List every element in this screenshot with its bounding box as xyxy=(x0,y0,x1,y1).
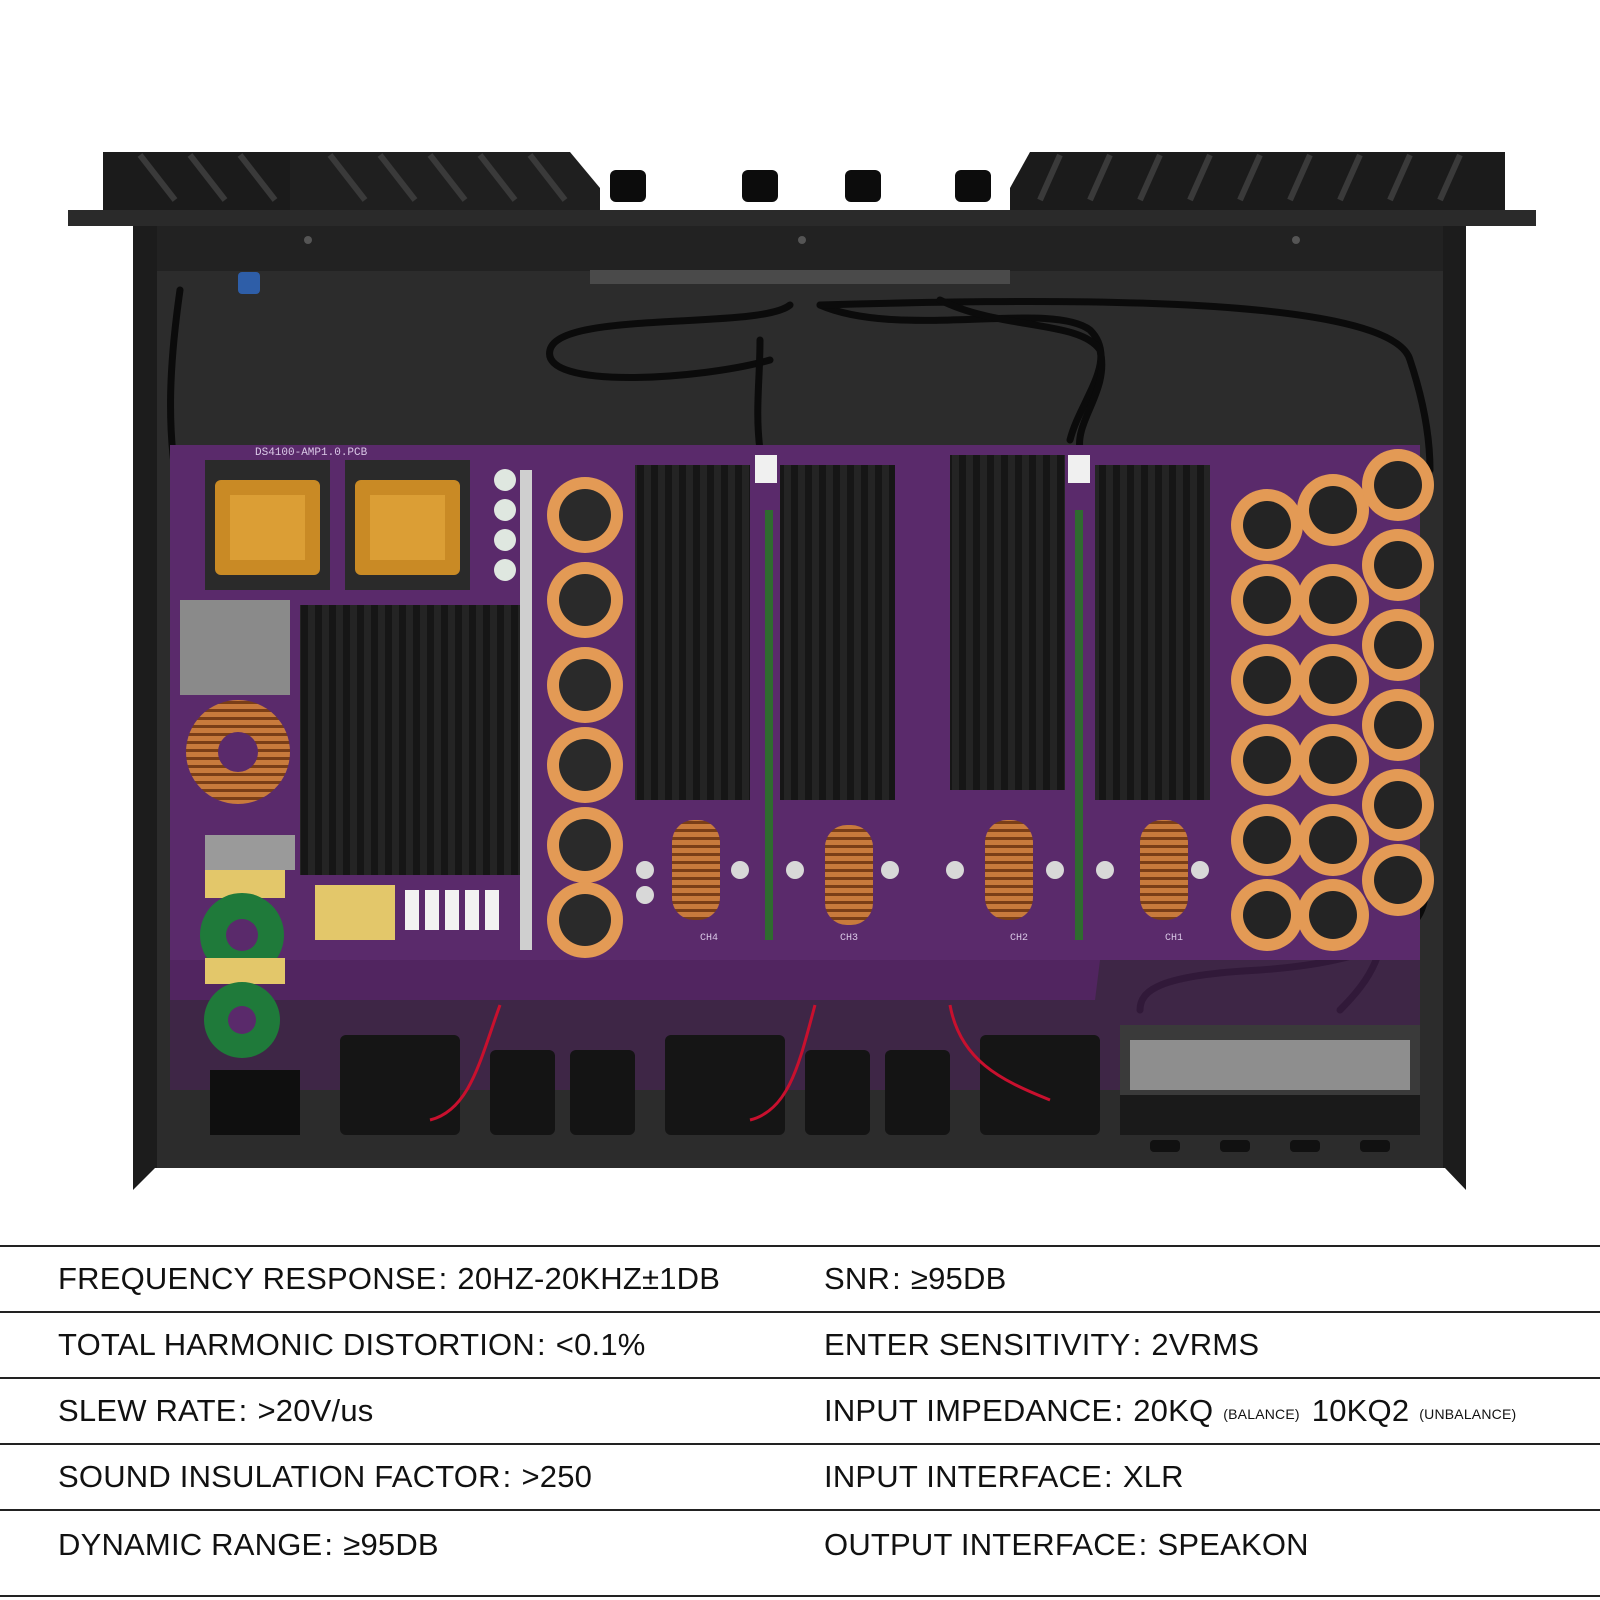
spec-value: 20KQ xyxy=(1133,1393,1214,1428)
speakon-board xyxy=(1120,1025,1420,1152)
spec-note: (UNBALANCE) xyxy=(1419,1406,1517,1422)
channel-label-ch2: CH2 xyxy=(1010,933,1028,944)
spec-label: SNR xyxy=(824,1261,891,1296)
spec-input-impedance: INPUT IMPEDANCE:20KQ (BALANCE) 10KQ2 (UNBAL… xyxy=(824,1379,1528,1443)
transformers xyxy=(205,460,470,590)
spec-input-interface: INPUT INTERFACE: XLR xyxy=(824,1445,1184,1509)
spec-dynamic-range: DYNAMIC RANGE: ≥95DB xyxy=(58,1511,439,1579)
spec-separator: : xyxy=(1138,1527,1148,1562)
spec-sound-insulation: SOUND INSULATION FACTOR: >250 xyxy=(58,1445,592,1509)
spec-label: OUTPUT INTERFACE xyxy=(824,1527,1137,1562)
spec-separator: : xyxy=(324,1527,334,1562)
power-inlet xyxy=(210,1070,300,1135)
spec-separator: : xyxy=(536,1327,546,1362)
spec-frequency-response: FREQUENCY RESPONSE:20HZ-20KHZ±1DB xyxy=(58,1247,720,1311)
chassis-top-rail xyxy=(68,152,1536,226)
capacitor-column-left xyxy=(547,477,623,958)
spec-value: 2VRMS xyxy=(1151,1327,1260,1362)
spec-row: FREQUENCY RESPONSE:20HZ-20KHZ±1DB SNR:≥9… xyxy=(0,1247,1600,1313)
spec-thd: TOTAL HARMONIC DISTORTION: <0.1% xyxy=(58,1313,646,1377)
channel-label-ch4: CH4 xyxy=(700,933,718,944)
spec-label: DYNAMIC RANGE xyxy=(58,1527,323,1562)
spec-value: 10KQ2 xyxy=(1311,1393,1410,1428)
spec-row: SOUND INSULATION FACTOR: >250 INPUT INTER… xyxy=(0,1445,1600,1511)
spec-label: INPUT IMPEDANCE xyxy=(824,1393,1113,1428)
spec-value: >20V/us xyxy=(257,1393,374,1428)
spec-note: (BALANCE) xyxy=(1223,1406,1300,1422)
spec-value: XLR xyxy=(1122,1459,1184,1494)
spec-slew-rate: SLEW RATE: >20V/us xyxy=(58,1379,374,1443)
spec-label: INPUT INTERFACE xyxy=(824,1459,1103,1494)
output-inductors xyxy=(636,820,1209,925)
spec-label: ENTER SENSITIVITY xyxy=(824,1327,1131,1362)
spec-separator: : xyxy=(1104,1459,1113,1494)
xlr-connectors xyxy=(490,1050,950,1135)
channel-label-ch1: CH1 xyxy=(1165,933,1183,944)
amplifier-internal-photo: DS4100-AMP1.0.PCB xyxy=(68,152,1536,1190)
spec-separator: : xyxy=(438,1261,448,1296)
spec-value: ≥95DB xyxy=(343,1527,439,1562)
spec-separator: : xyxy=(502,1459,512,1494)
spec-label: SOUND INSULATION FACTOR xyxy=(58,1459,501,1494)
spec-label: TOTAL HARMONIC DISTORTION xyxy=(58,1327,535,1362)
pcb-label: DS4100-AMP1.0.PCB xyxy=(255,447,368,459)
spec-separator: : xyxy=(892,1261,901,1296)
spec-value: >250 xyxy=(521,1459,593,1494)
cooling-fans xyxy=(340,1004,1100,1135)
spec-row: SLEW RATE:>20V/us INPUT IMPEDANCE:20KQ(B… xyxy=(0,1379,1600,1445)
spec-value: <0.1% xyxy=(555,1327,646,1362)
spec-value: ≥95DB xyxy=(910,1261,1007,1296)
spec-enter-sensitivity: ENTER SENSITIVITY:2VRMS xyxy=(824,1313,1259,1377)
spec-output-interface: OUTPUT INTERFACE: SPEAKON xyxy=(824,1511,1309,1579)
spec-value: 20HZ-20KHZ±1DB xyxy=(457,1261,721,1296)
spec-table: FREQUENCY RESPONSE:20HZ-20KHZ±1DB SNR:≥9… xyxy=(0,1245,1600,1597)
spec-separator: : xyxy=(1132,1327,1142,1362)
spec-snr: SNR: ≥95DB xyxy=(824,1247,1006,1311)
spec-row: TOTAL HARMONIC DISTORTION: <0.1% ENTER SE… xyxy=(0,1313,1600,1379)
psu-heatsink xyxy=(300,605,520,875)
channel-heatsinks xyxy=(635,455,1210,940)
spec-separator: : xyxy=(238,1393,248,1428)
spec-separator: : xyxy=(1114,1393,1124,1428)
capacitor-bank-right xyxy=(1231,449,1434,951)
spec-row: DYNAMIC RANGE: ≥95DB OUTPUT INTERFACE: SPE… xyxy=(0,1511,1600,1579)
spec-label: SLEW RATE xyxy=(58,1393,237,1428)
channel-label-ch3: CH3 xyxy=(840,933,858,944)
psu-components xyxy=(180,469,532,1058)
spec-label: FREQUENCY RESPONSE xyxy=(58,1261,437,1296)
spec-value: SPEAKON xyxy=(1157,1527,1309,1562)
